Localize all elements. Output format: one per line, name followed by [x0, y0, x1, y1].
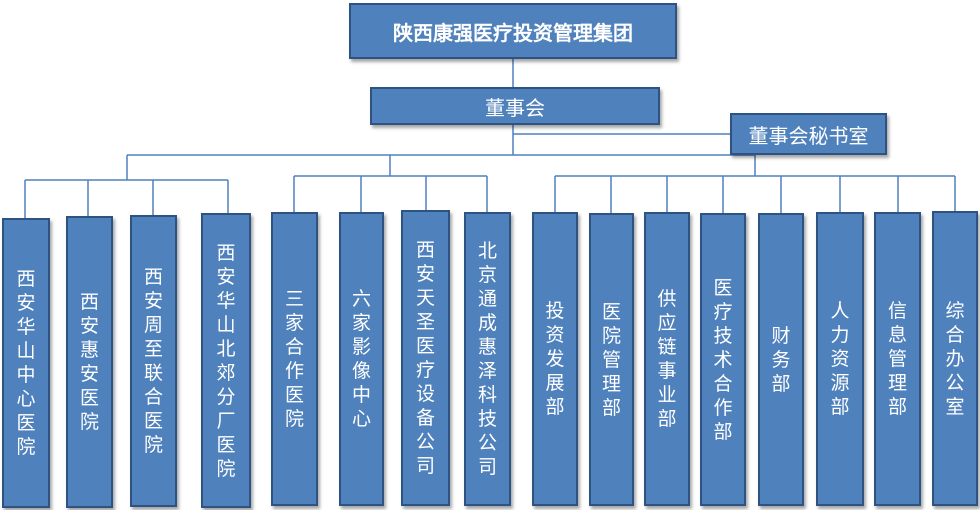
group-3-node-8-label: 综合办公室	[945, 299, 965, 418]
board-office-node-label: 董事会秘书室	[748, 123, 869, 148]
group-1-node-3-label: 西安周至联合医院	[143, 266, 163, 456]
group-3-node-2: 医院管理部	[589, 213, 634, 506]
group-1-node-2: 西安惠安医院	[66, 216, 113, 508]
group-3-node-6: 人力资源部	[816, 212, 864, 506]
group-3-node-4: 医疗技术合作部	[700, 213, 746, 506]
group-2-node-2: 六家影像中心	[339, 212, 384, 506]
group-3-node-1-label: 投资发展部	[545, 300, 565, 418]
group-3-node-7: 信息管理部	[874, 212, 921, 506]
group-1-node-3: 西安周至联合医院	[130, 215, 177, 507]
group-1-node-1-label: 西安华山中心医院	[16, 268, 36, 458]
group-2-node-1-label: 三家合作医院	[284, 288, 304, 430]
group-1-node-1: 西安华山中心医院	[2, 218, 50, 508]
group-3-node-1: 投资发展部	[532, 212, 578, 506]
group-2-node-3: 西安天圣医疗设备公司	[401, 210, 450, 506]
group-2-node-3-label: 西安天圣医疗设备公司	[415, 239, 435, 477]
group-3-node-7-label: 信息管理部	[887, 300, 907, 418]
group-2-node-4: 北京通成惠泽科技公司	[464, 212, 511, 506]
group-1-node-4: 西安华山北郊分厂医院	[201, 213, 251, 508]
group-3-node-5-label: 财务部	[771, 324, 791, 395]
group-2-node-4-label: 北京通成惠泽科技公司	[477, 240, 497, 478]
group-3-node-4-label: 医疗技术合作部	[713, 276, 733, 443]
group-3-node-3-label: 供应链事业部	[657, 288, 677, 430]
group-3-node-6-label: 人力资源部	[830, 300, 850, 418]
group-3-node-3: 供应链事业部	[644, 212, 690, 506]
group-1-node-2-label: 西安惠安医院	[79, 291, 99, 433]
board-office-node: 董事会秘书室	[730, 113, 887, 155]
root-node: 陕西康强医疗投资管理集团	[349, 3, 677, 59]
group-3-node-2-label: 医院管理部	[601, 300, 621, 419]
group-3-node-8: 综合办公室	[932, 211, 978, 506]
group-2-node-1: 三家合作医院	[271, 212, 318, 506]
group-1-node-4-label: 西安华山北郊分厂医院	[216, 241, 236, 480]
board-node: 董事会	[370, 87, 660, 125]
group-3-node-5: 财务部	[758, 213, 804, 506]
board-node-label: 董事会	[485, 95, 545, 120]
group-2-node-2-label: 六家影像中心	[351, 288, 371, 430]
root-node-label: 陕西康强医疗投资管理集团	[393, 20, 633, 45]
